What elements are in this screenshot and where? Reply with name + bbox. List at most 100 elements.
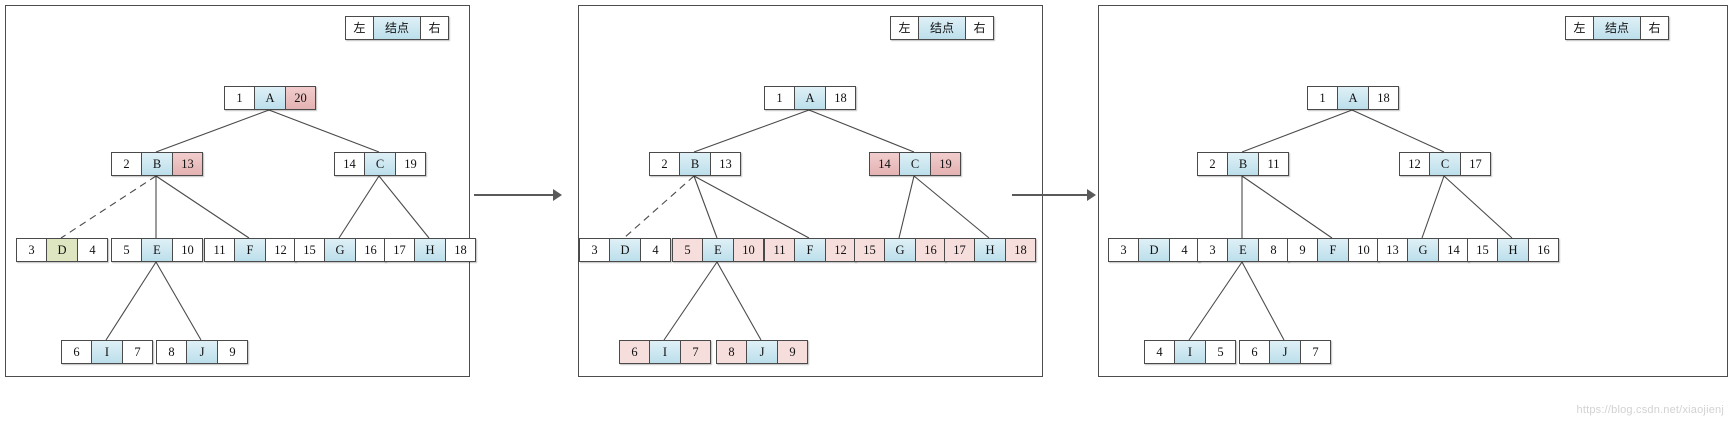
legend-center-label: 结点 [919,17,965,39]
tree-edge [60,175,157,239]
legend-left-label: 左 [1566,17,1594,39]
node-a-right-value: 18 [825,87,855,109]
node-h-left-value: 15 [1468,239,1498,261]
node-f-left-value: 11 [205,239,235,261]
node-d-center-value: D [47,239,77,261]
node-c-center-value: C [365,153,395,175]
legend-center-label: 结点 [374,17,420,39]
node-e-left-value: 5 [112,239,142,261]
transition-arrow-2 [1012,189,1096,201]
node-a-center-value: A [795,87,825,109]
tree-edge [1421,175,1445,239]
node-i-left-value: 6 [620,341,650,363]
node-j-right-value: 9 [217,341,247,363]
node-g-center-value: G [325,239,355,261]
tree-edge [155,261,202,341]
node-c-right-value: 19 [395,153,425,175]
node-j-right-value: 9 [777,341,807,363]
node-d-right-value: 4 [640,239,670,261]
tree-edge [1188,261,1243,341]
tree-edge [693,175,810,239]
legend-right-label: 右 [420,17,448,39]
tree-edge [268,109,380,153]
node-c-right-value: 17 [1460,153,1490,175]
tree-edge [898,175,915,239]
tree-edge [378,175,430,239]
node-j-center-value: J [187,341,217,363]
node-j-left-value: 8 [717,341,747,363]
arrow-shaft [474,194,554,196]
node-i-right-value: 5 [1205,341,1235,363]
tree-edge [913,175,990,239]
node-d-left-value: 3 [1109,239,1139,261]
node-i-center-value: I [1175,341,1205,363]
legend-left-label: 左 [346,17,374,39]
node-h-center-value: H [415,239,445,261]
tree-edge [1241,109,1353,153]
tree-edge [1241,261,1285,341]
node-e-right-value: 10 [733,239,763,261]
tree-edge [808,109,915,153]
node-g-left-value: 15 [295,239,325,261]
node-b-right-value: 13 [710,153,740,175]
legend-left-label: 左 [891,17,919,39]
node-a-left-value: 1 [225,87,255,109]
node-b-center-value: B [1228,153,1258,175]
tree-edges [623,109,990,341]
tree-edge [663,261,718,341]
node-f-left-value: 9 [1288,239,1318,261]
node-g-center-value: G [885,239,915,261]
node-g-center-value: G [1408,239,1438,261]
node-e-left-value: 5 [673,239,703,261]
node-f-center-value: F [1318,239,1348,261]
arrow-head [553,189,562,201]
node-h-right-value: 18 [445,239,475,261]
node-c-center-value: C [1430,153,1460,175]
arrow-head [1087,189,1096,201]
tree-edge [1443,175,1513,239]
node-g-right-value: 16 [355,239,385,261]
tree-edge [155,175,250,239]
node-i-left-value: 6 [62,341,92,363]
legend-key-1: 左 结点 右 [345,16,449,40]
node-g-left-value: 13 [1378,239,1408,261]
node-g-right-value: 16 [915,239,945,261]
tree-edges [1188,109,1513,341]
tree-edge [155,109,270,153]
arrow-shaft [1012,194,1088,196]
tree-edge [693,175,718,239]
node-h-right-value: 16 [1528,239,1558,261]
